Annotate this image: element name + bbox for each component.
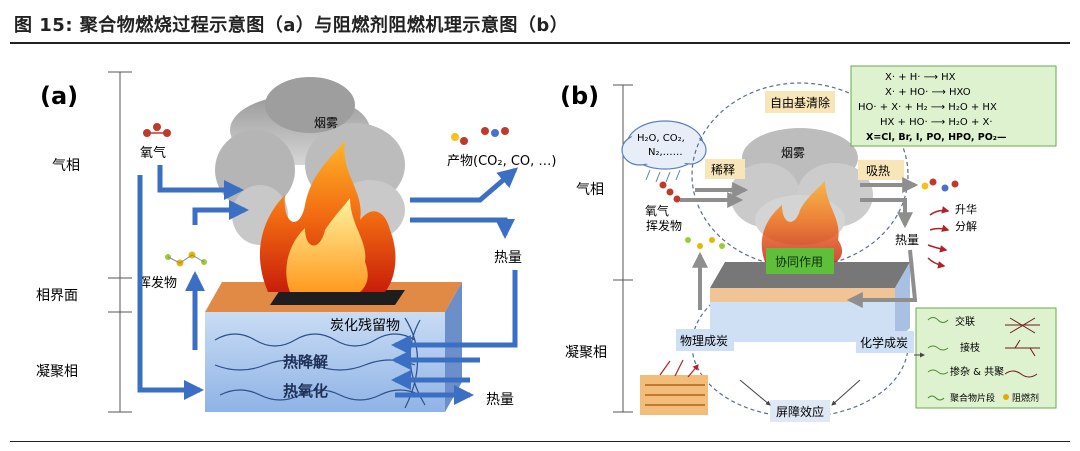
oxidation-label: 热氧化 bbox=[283, 382, 328, 400]
barrier-label: 屏障效应 bbox=[776, 404, 824, 419]
panel-a: (a) 气相 相界面 凝聚相 bbox=[36, 71, 557, 413]
decomposition-lines bbox=[927, 206, 950, 269]
volatiles-label-b: 挥发物 bbox=[646, 218, 682, 233]
oxygen-molecule-icon-b bbox=[659, 181, 681, 203]
radical-label: 自由基清除 bbox=[770, 95, 830, 110]
panel-a-zone-condensed: 凝聚相 bbox=[36, 364, 78, 380]
reaction-4: HX + HO· ⟶ H₂O + X· bbox=[880, 117, 993, 128]
chem-char-label: 化学成炭 bbox=[860, 335, 908, 350]
smoke-label-b: 烟雾 bbox=[781, 146, 805, 160]
bottom-rule bbox=[10, 441, 1070, 442]
legend-retardant: 阻燃剂 bbox=[1012, 392, 1039, 404]
product-molecule-icon bbox=[451, 127, 509, 145]
reaction-2: X· + HO· ⟶ HXO bbox=[885, 87, 971, 98]
char-layer bbox=[270, 290, 405, 305]
reaction-3: HO· + X· + H₂ ⟶ H₂O + HX bbox=[858, 102, 997, 113]
synergy-label: 协同作用 bbox=[775, 254, 823, 269]
gas-cloud-icon bbox=[621, 120, 707, 183]
legend-crosslink: 交联 bbox=[955, 315, 975, 328]
panel-a-zone-interface: 相界面 bbox=[36, 288, 78, 304]
barrier-tag bbox=[770, 400, 830, 422]
sublime-label: 升华 bbox=[955, 202, 977, 216]
legend-graft: 接枝 bbox=[960, 341, 980, 354]
figure-title: 图 15: 聚合物燃烧过程示意图（a）与阻燃剂阻燃机理示意图（b） bbox=[14, 15, 569, 36]
synergy-tag bbox=[766, 248, 834, 274]
heat-label-b: 热量 bbox=[895, 233, 919, 247]
chem-char-tag bbox=[856, 331, 914, 353]
dilution-tag bbox=[705, 159, 745, 179]
pyrolysis-label: 热降解 bbox=[283, 353, 328, 371]
legend-dope: 掺杂 & 共聚 bbox=[950, 365, 1004, 378]
retardant-dot-icon bbox=[1003, 394, 1009, 400]
panel-b-zone-scale bbox=[613, 84, 633, 413]
heat-label-a-bottom: 热量 bbox=[486, 392, 514, 408]
absorb-label: 吸热 bbox=[866, 164, 890, 178]
dilution-label: 稀释 bbox=[711, 163, 735, 177]
legend-box bbox=[915, 307, 1057, 409]
oxygen-molecule-icon bbox=[143, 123, 171, 137]
absorb-tag bbox=[858, 160, 904, 180]
volatile-molecule-icon-b bbox=[685, 237, 725, 249]
legend-crosslink-icon bbox=[927, 317, 1040, 334]
oxygen-label-a: 氧气 bbox=[140, 145, 166, 161]
products-label: 产物(CO₂, CO, …) bbox=[447, 154, 557, 169]
radical-tag bbox=[765, 91, 835, 113]
legend-graft-icon bbox=[927, 339, 1040, 357]
panel-b-zone-condensed: 凝聚相 bbox=[565, 345, 607, 361]
panel-b: (b) 气相 凝聚相 H₂O, CO₂, N₂,…… bbox=[560, 65, 1057, 422]
top-rule bbox=[10, 42, 1070, 44]
flame-icon bbox=[259, 140, 396, 292]
volatiles-label-a: 挥发物 bbox=[138, 275, 177, 291]
phys-char-tag bbox=[676, 329, 734, 351]
flow-arrows-b bbox=[680, 177, 919, 310]
panel-b-label: (b) bbox=[560, 82, 599, 110]
legend-segment: 聚合物片段 bbox=[950, 392, 995, 404]
cloud-text-1: H₂O, CO₂, bbox=[637, 133, 685, 144]
reaction-1: X· + H· ⟶ HX bbox=[885, 72, 956, 83]
decompose-label: 分解 bbox=[955, 219, 977, 233]
flow-arrows-a bbox=[137, 165, 519, 405]
polymer-segment-icon bbox=[927, 395, 945, 401]
smoke-label-a: 烟雾 bbox=[314, 116, 338, 130]
cloud-text-2: N₂,…… bbox=[648, 147, 683, 158]
reaction-box bbox=[850, 65, 1057, 147]
legend-dope-icon bbox=[927, 369, 1038, 378]
phys-char-label: 物理成炭 bbox=[680, 334, 728, 348]
mechanism-connectors bbox=[739, 352, 925, 406]
panel-a-zone-scale bbox=[108, 71, 132, 413]
char-label: 炭化残留物 bbox=[330, 318, 400, 334]
char-texture-icon bbox=[640, 360, 708, 415]
product-molecule-icon-b bbox=[921, 178, 959, 192]
panel-b-zone-gas: 气相 bbox=[576, 182, 604, 198]
flame-icon-b bbox=[761, 180, 843, 262]
panel-a-label: (a) bbox=[40, 82, 78, 110]
reaction-note: X=Cl, Br, I, PO, HPO, PO₂— bbox=[866, 132, 1006, 143]
volatile-molecule-icon bbox=[165, 251, 207, 267]
panel-a-zone-gas: 气相 bbox=[52, 158, 80, 174]
heat-label-a-right: 热量 bbox=[494, 250, 522, 266]
oxygen-label-b: 氧气 bbox=[645, 203, 669, 218]
